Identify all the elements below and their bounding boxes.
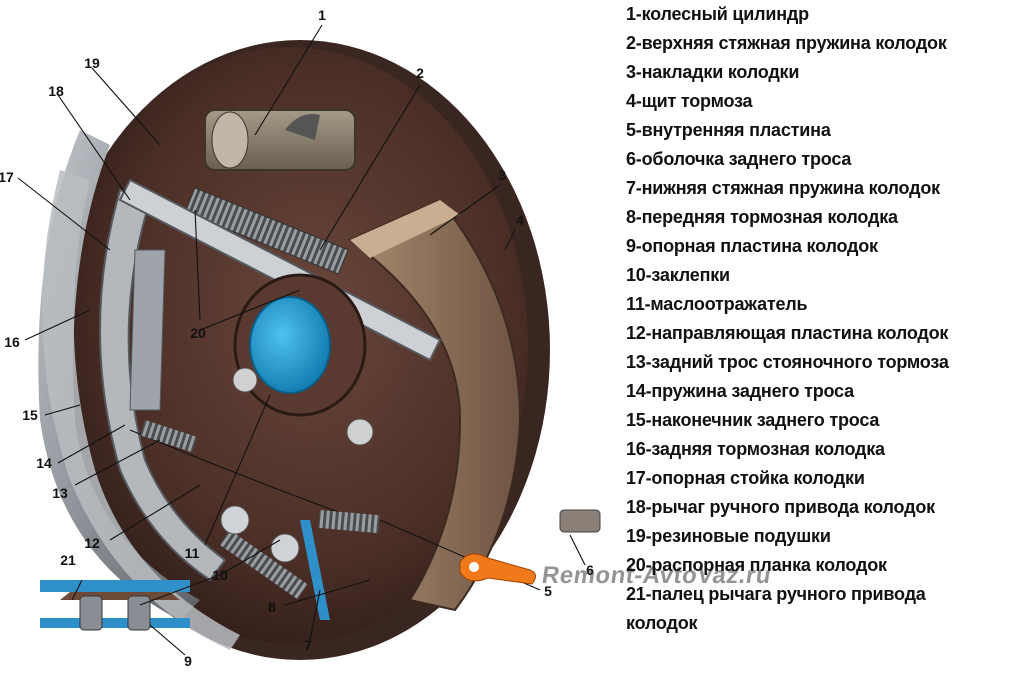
callout-13: 13 — [52, 485, 68, 501]
legend-item: 4-щит тормоза — [626, 91, 753, 111]
shoe-lining — [348, 198, 522, 612]
legend-item: 3-накладки колодки — [626, 62, 800, 82]
callout-14: 14 — [36, 455, 52, 471]
legend-item: 5-внутренняя пластина — [626, 120, 831, 140]
callout-5: 5 — [544, 583, 552, 599]
callout-18: 18 — [48, 83, 64, 99]
legend-item: 18-рычаг ручного привода колодок — [626, 497, 935, 517]
legend-item: 17-опорная стойка колодки — [626, 468, 865, 488]
legend-item: 8-передняя тормозная колодка — [626, 207, 898, 227]
legend-item: 1-колесный цилиндр — [626, 4, 809, 24]
callout-10: 10 — [212, 567, 228, 583]
legend-item: 13-задний трос стояночного тормоза — [626, 352, 949, 372]
legend-item: 6-оболочка заднего троса — [626, 149, 852, 169]
legend-item: 19-резиновые подушки — [626, 526, 831, 546]
callout-12: 12 — [84, 535, 100, 551]
callout-4: 4 — [516, 212, 524, 228]
upper-spring — [184, 187, 349, 275]
callout-9: 9 — [184, 653, 192, 669]
legend-item: 20-распорная планка колодок — [626, 555, 887, 575]
callout-1: 1 — [318, 7, 326, 23]
callout-20: 20 — [190, 325, 206, 341]
legend-item: 16-задняя тормозная колодка — [626, 439, 885, 459]
callout-21: 21 — [60, 552, 76, 568]
legend-item: 15-наконечник заднего троса — [626, 410, 880, 430]
parts-legend: 1-колесный цилиндр 2-верхняя стяжная пруж… — [626, 0, 1011, 638]
legend-item: 12-направляющая пластина колодок — [626, 323, 949, 343]
callout-15: 15 — [22, 407, 38, 423]
callout-6: 6 — [586, 562, 594, 578]
callout-7: 7 — [304, 637, 312, 653]
legend-item: 7-нижняя стяжная пружина колодок — [626, 178, 940, 198]
callout-16: 16 — [4, 334, 20, 350]
legend-item: колодок — [626, 613, 698, 633]
wheel-cylinder — [204, 109, 356, 171]
legend-item: 10-заклепки — [626, 265, 730, 285]
callout-19: 19 — [84, 55, 100, 71]
hub — [232, 273, 374, 446]
callout-11: 11 — [185, 545, 200, 561]
legend-item: 14-пружина заднего троса — [626, 381, 854, 401]
callout-3: 3 — [498, 167, 506, 183]
callout-2: 2 — [416, 65, 424, 81]
callout-17: 17 — [0, 169, 14, 185]
legend-item: 2-верхняя стяжная пружина колодок — [626, 33, 947, 53]
legend-item: 21-палец рычага ручного привода — [626, 584, 926, 604]
watermark-logo — [459, 553, 536, 585]
legend-item: 11-маслоотражатель — [626, 294, 808, 314]
rear-shoe — [99, 188, 227, 582]
leader-lines — [17, 24, 586, 656]
callout-8: 8 — [268, 599, 276, 615]
legend-item: 9-опорная пластина колодок — [626, 236, 878, 256]
